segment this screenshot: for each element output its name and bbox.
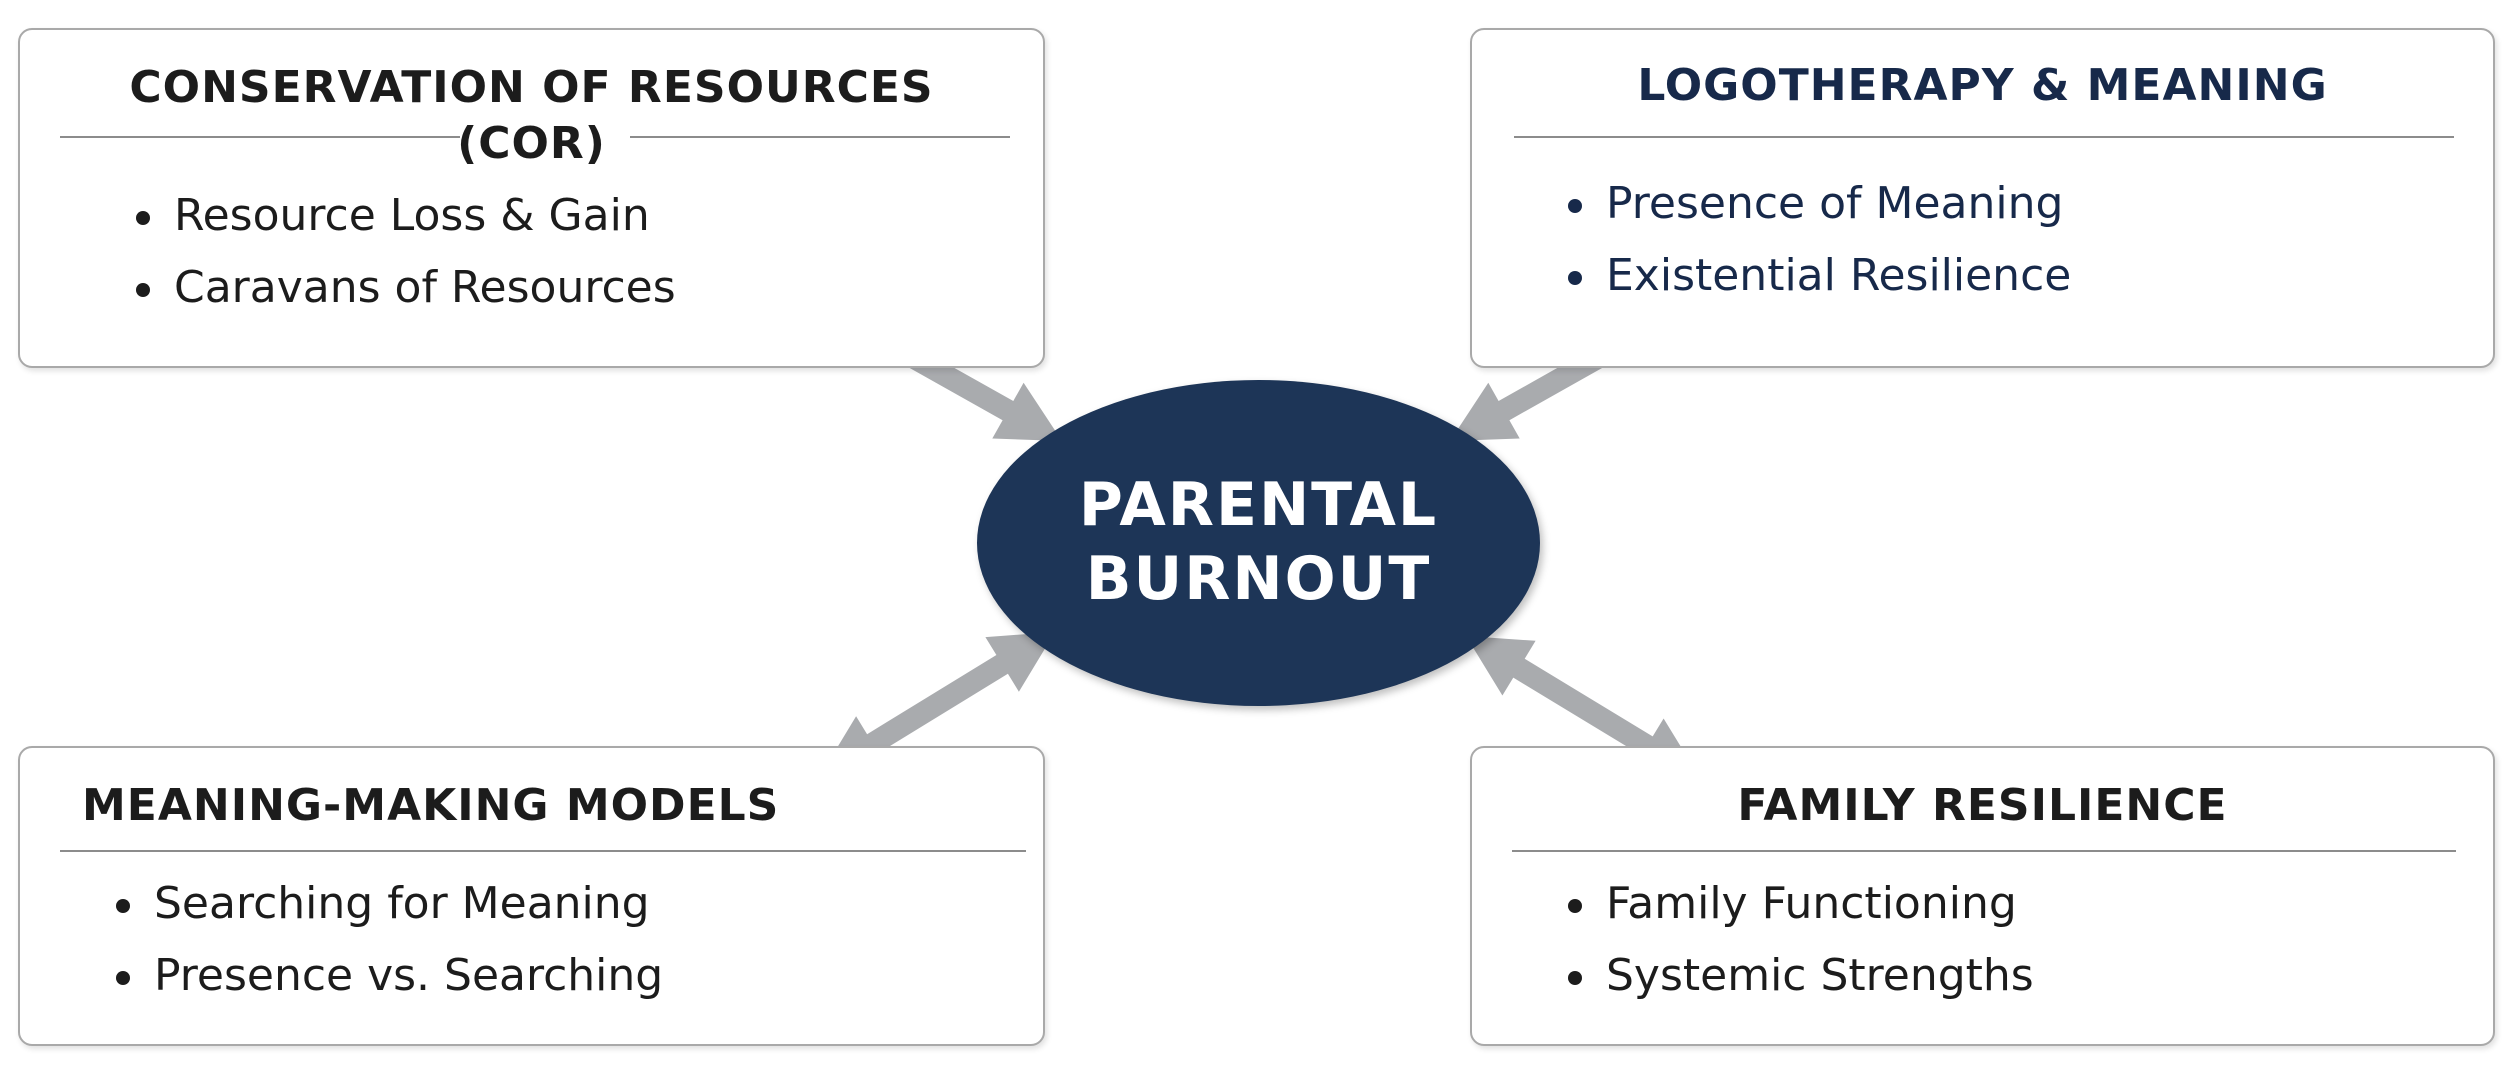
- family-resilience-title: FAMILY RESILIENCE: [1737, 780, 2228, 831]
- cor-bullet-list: Resource Loss & Gain Caravans of Resourc…: [132, 180, 676, 324]
- list-item: Resource Loss & Gain: [132, 180, 676, 252]
- cor-divider-left: [60, 136, 460, 138]
- meaning-making-divider: [60, 850, 1026, 852]
- cor-title-line2: (COR): [457, 118, 606, 169]
- parental-burnout-node: PARENTAL BURNOUT: [977, 380, 1540, 706]
- logotherapy-box: LOGOTHERAPY & MEANING Presence of Meanin…: [1470, 28, 2495, 368]
- logotherapy-divider: [1514, 136, 2454, 138]
- cor-box: CONSERVATION OF RESOURCES (COR) Resource…: [18, 28, 1045, 368]
- center-label-line2: BURNOUT: [1085, 544, 1432, 614]
- center-label: PARENTAL BURNOUT: [977, 468, 1540, 616]
- logotherapy-bullet-list: Presence of Meaning Existential Resilien…: [1564, 168, 2071, 312]
- meaning-making-title: MEANING-MAKING MODELS: [82, 780, 780, 831]
- list-item: Family Functioning: [1564, 868, 2034, 940]
- cor-divider-right: [630, 136, 1010, 138]
- cor-title: CONSERVATION OF RESOURCES (COR): [20, 60, 1043, 172]
- list-item: Systemic Strengths: [1564, 940, 2034, 1012]
- family-resilience-bullet-list: Family Functioning Systemic Strengths: [1564, 868, 2034, 1012]
- list-item: Presence of Meaning: [1564, 168, 2071, 240]
- list-item: Caravans of Resources: [132, 252, 676, 324]
- list-item: Searching for Meaning: [112, 868, 663, 940]
- list-item: Existential Resilience: [1564, 240, 2071, 312]
- cor-title-line1: CONSERVATION OF RESOURCES: [129, 62, 934, 113]
- list-item: Presence vs. Searching: [112, 940, 663, 1012]
- family-resilience-divider: [1512, 850, 2456, 852]
- logotherapy-title: LOGOTHERAPY & MEANING: [1637, 60, 2328, 111]
- center-label-line1: PARENTAL: [1078, 470, 1439, 540]
- meaning-making-box: MEANING-MAKING MODELS Searching for Mean…: [18, 746, 1045, 1046]
- family-resilience-box: FAMILY RESILIENCE Family Functioning Sys…: [1470, 746, 2495, 1046]
- meaning-making-bullet-list: Searching for Meaning Presence vs. Searc…: [112, 868, 663, 1012]
